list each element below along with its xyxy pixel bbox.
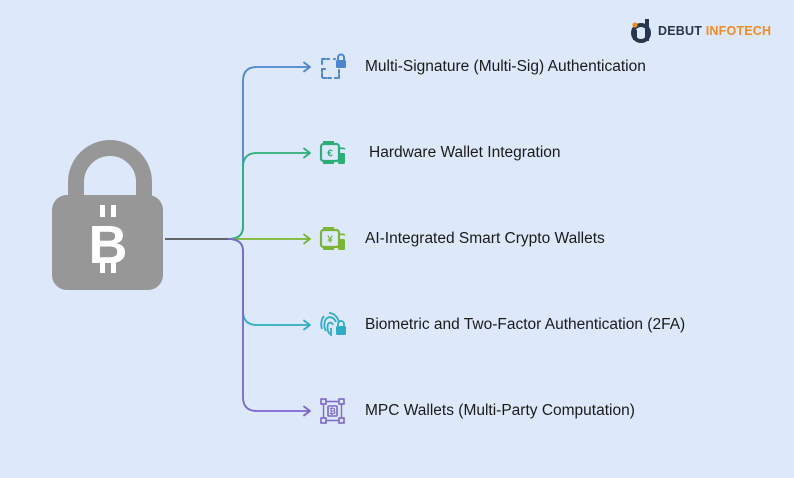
- feature-label: AI-Integrated Smart Crypto Wallets: [365, 230, 605, 247]
- arrow-head-icon: [303, 319, 311, 331]
- arrow-head-icon: [303, 405, 311, 417]
- feature-label: Hardware Wallet Integration: [369, 144, 561, 161]
- connector-line: [227, 238, 310, 412]
- brand-word-1: DEBUT: [658, 24, 703, 38]
- feature-item-multisig: Multi-Signature (Multi-Sig) Authenticati…: [318, 53, 646, 81]
- arrow-head-icon: [303, 233, 311, 245]
- feature-item-smart-wallet: ¥ AI-Integrated Smart Crypto Wallets: [318, 225, 605, 253]
- fingerprint-lock-icon: [320, 312, 346, 336]
- arrow-head-icon: [303, 61, 311, 73]
- arrow-head-icon: [303, 147, 311, 159]
- svg-text:€: €: [327, 149, 333, 160]
- feature-label: Multi-Signature (Multi-Sig) Authenticati…: [365, 58, 646, 75]
- hardware-wallet-icon: €: [319, 141, 346, 164]
- bitcoin-symbol: B: [89, 215, 128, 275]
- brand-logo-icon: [631, 19, 651, 43]
- mpc-network-icon: ₿: [320, 398, 345, 424]
- smart-wallet-icon: ¥: [319, 227, 346, 250]
- brand-name: DEBUT INFOTECH: [658, 24, 771, 38]
- svg-text:₿: ₿: [329, 407, 336, 416]
- feature-label: Biometric and Two-Factor Authentication …: [365, 316, 686, 333]
- feature-item-hardware: € Hardware Wallet Integration: [318, 139, 561, 167]
- feature-label: MPC Wallets (Multi-Party Computation): [365, 402, 635, 419]
- feature-item-biometric: Biometric and Two-Factor Authentication …: [318, 311, 685, 339]
- brand-word-2: INFOTECH: [705, 24, 772, 38]
- connector-line: [227, 238, 310, 326]
- svg-text:¥: ¥: [327, 235, 333, 246]
- multisig-lock-icon: [321, 53, 346, 79]
- bitcoin-padlock-icon: B: [52, 140, 163, 290]
- brand-logo: DEBUT INFOTECH: [628, 16, 771, 46]
- feature-item-mpc: ₿ MPC Wallets (Multi-Party Computation): [318, 397, 635, 425]
- connector-line: [227, 152, 310, 240]
